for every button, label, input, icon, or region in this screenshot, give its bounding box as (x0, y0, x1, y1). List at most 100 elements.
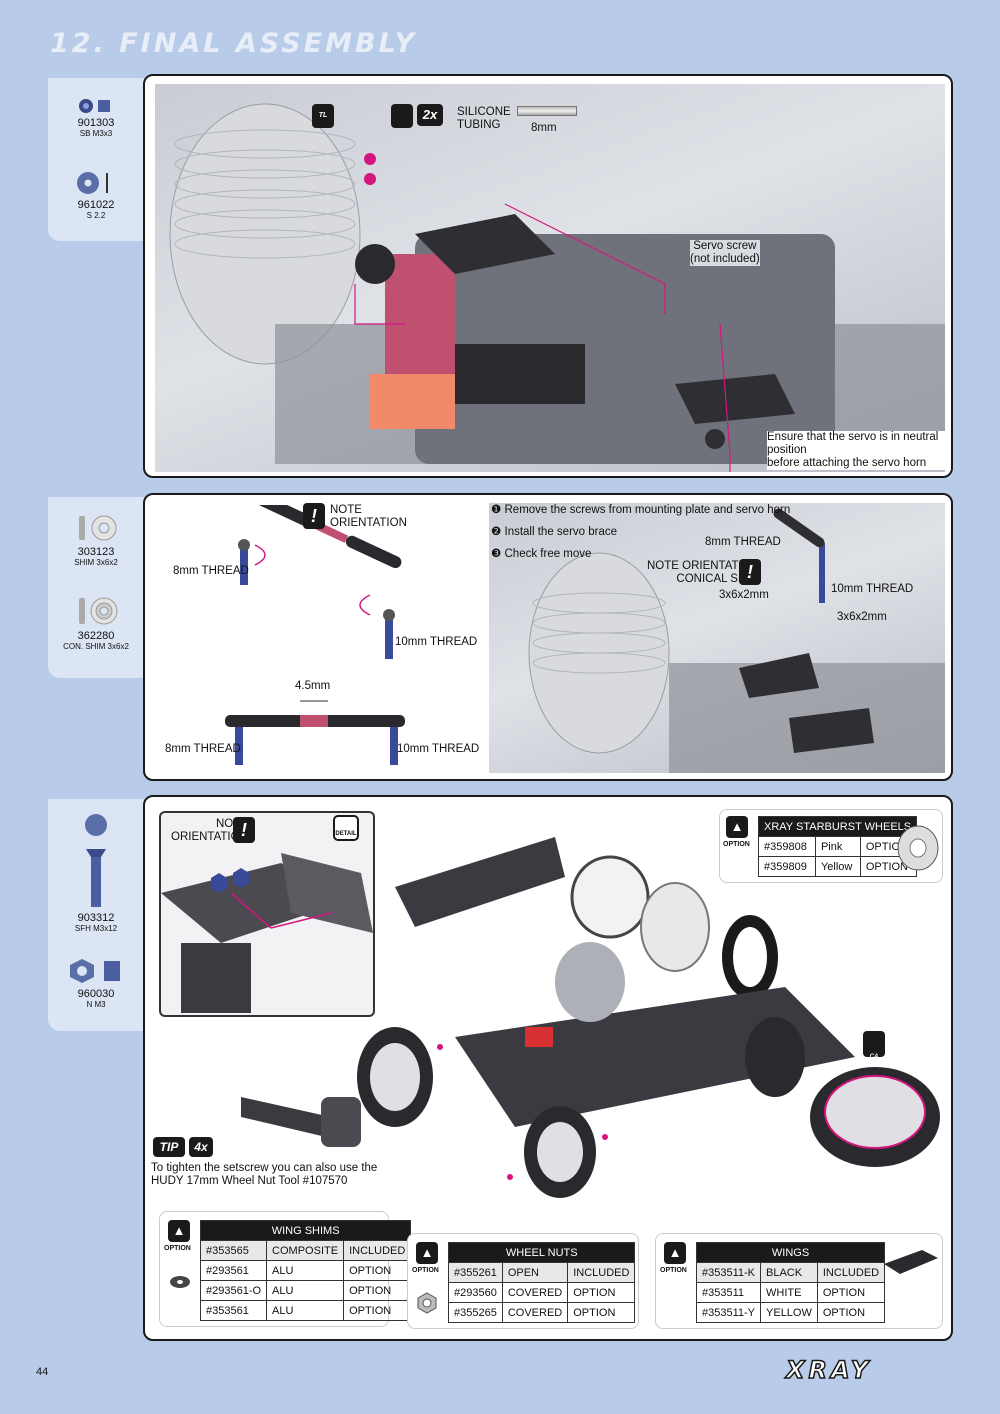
table-cell: ALU (266, 1260, 345, 1281)
detail-magnifier-icon: DETAIL (333, 815, 359, 841)
thread-8mm-label-3: 8mm THREAD (705, 536, 781, 548)
table-cell: #353511-Y (695, 1302, 762, 1323)
silicone-tubing-graphic (517, 106, 577, 116)
brand-logo: XRAY (785, 1355, 873, 1385)
turnbuckle-illustration (225, 505, 405, 765)
step-1: ❶ Remove the screws from mounting plate … (491, 504, 791, 516)
chassis-engine-photo (155, 84, 951, 472)
table-cell: ALU (266, 1280, 345, 1301)
glued-tire-illustration (810, 1067, 940, 1167)
thumbs-up-icon: ▲ (416, 1242, 438, 1264)
ca-glue-icon: CA (863, 1031, 885, 1060)
thumbs-up-icon: ▲ (168, 1220, 190, 1242)
assembly-step-wheels-wing: NOTE ORIENTATION ! DETAIL CA ▲ OPTION (143, 795, 953, 1341)
wing-mount-detail-illustration (161, 853, 373, 1013)
warning-icon: ! (233, 817, 255, 843)
table-cell: OPTION (343, 1260, 412, 1281)
warning-icon: ! (303, 503, 325, 529)
table-cell: WINGS (695, 1242, 886, 1263)
silicone-tubing-label: SILICONE TUBING (457, 106, 511, 131)
table-cell: YELLOW (760, 1302, 818, 1323)
table-header-row: WINGS (695, 1242, 886, 1263)
table-cell: INCLUDED (816, 1262, 886, 1283)
quantity-badge: 2x (417, 104, 443, 126)
thread-8mm-label: 8mm THREAD (173, 565, 249, 577)
option-label: OPTION (723, 841, 750, 848)
part-960030: 960030 N M3 (48, 957, 144, 1009)
table-cell: OPTION (816, 1302, 886, 1323)
page-title: 12. FINAL ASSEMBLY (50, 28, 418, 59)
shim-icon (77, 172, 108, 194)
table-cell: COMPOSITE (266, 1240, 345, 1261)
page-number: 44 (36, 1366, 49, 1378)
assembly-step-servo-brace: ! NOTE ORIENTATION 8mm THREAD 10mm THREA… (143, 493, 953, 781)
thread-10mm-label-2: 10mm THREAD (397, 743, 480, 755)
table-cell: #293560 (448, 1282, 503, 1303)
table-cell: XRAY STARBURST WHEELS (757, 816, 918, 837)
table-cell: INCLUDED (343, 1240, 412, 1261)
part-903312: 903312 SFH M3x12 (48, 813, 144, 933)
thread-10mm-label-3: 10mm THREAD (831, 583, 914, 595)
table-cell: COVERED (501, 1302, 569, 1323)
table-cell: #353511-K (695, 1262, 762, 1283)
shim-icon (79, 515, 117, 541)
tool-tl-icon: TL (312, 104, 334, 128)
table-cell: #353511 (695, 1282, 762, 1303)
table-header-row: WHEEL NUTS (447, 1242, 636, 1263)
table-cell: Yellow (814, 856, 861, 877)
table-cell: OPEN (501, 1262, 569, 1283)
thread-8mm-label-2: 8mm THREAD (165, 743, 241, 755)
countersunk-screw-icon (85, 814, 107, 907)
length-label: 4.5mm (295, 680, 331, 692)
note-orientation-label: NOTE ORIENTATION (330, 504, 407, 529)
option-label: OPTION (660, 1267, 687, 1274)
thumbs-up-icon: ▲ (726, 816, 748, 838)
table-cell: Pink (814, 836, 861, 857)
thread-10mm-label: 10mm THREAD (395, 636, 478, 648)
table-cell: INCLUDED (567, 1262, 636, 1283)
wheel-nut-tool-illustration (241, 1097, 361, 1147)
wheel-nut-icon (417, 1292, 437, 1314)
option-label: OPTION (164, 1245, 191, 1252)
part-362280: 362280 CON. SHIM 3x6x2 (48, 595, 144, 651)
part-303123: 303123 SHIM 3x6x2 (48, 513, 144, 567)
assembly-step-servo: TL 2x SILICONE TUBING 8mm Servo screw (n… (143, 74, 953, 478)
tip-qty-badge: 4x (189, 1137, 213, 1157)
table-header-row: XRAY STARBURST WHEELS (757, 816, 918, 837)
option-label: OPTION (412, 1267, 439, 1274)
tip-text: To tighten the setscrew you can also use… (151, 1162, 378, 1187)
nut-icon (70, 959, 120, 983)
table-cell: OPTION (567, 1302, 636, 1323)
table-cell: #293561 (199, 1260, 268, 1281)
wing-icon (884, 1250, 938, 1274)
tubing-length-label: 8mm (531, 122, 557, 134)
table-cell: WING SHIMS (199, 1220, 412, 1241)
table-cell: #353561 (199, 1300, 268, 1321)
table-cell: OPTION (567, 1282, 636, 1303)
tip-badge: TIP (153, 1137, 185, 1157)
table-cell: WHITE (760, 1282, 818, 1303)
step-3: ❸ Check free move (491, 548, 592, 560)
servo-brace-photo (489, 503, 945, 773)
buggy-illustration (357, 837, 855, 1198)
parts-panel-1: 901303 SB M3x3 961022 S 2.2 (48, 78, 144, 241)
servo-assembly-illustration (169, 103, 951, 472)
parts-panel-3: 903312 SFH M3x12 960030 N M3 (48, 799, 144, 1031)
warning-icon: ! (739, 559, 761, 585)
parts-panel-2: 303123 SHIM 3x6x2 362280 CON. SHIM 3x6x2 (48, 497, 144, 678)
